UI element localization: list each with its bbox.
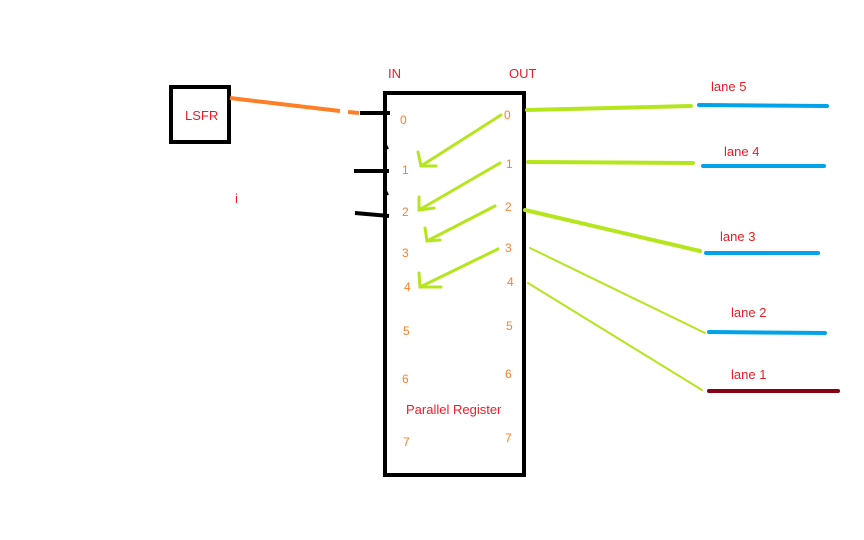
lane-1-label: lane 1: [731, 367, 766, 382]
lane-2-label: lane 2: [731, 305, 766, 320]
input-wires: [354, 111, 390, 218]
output-wire-3: [529, 247, 706, 334]
lane-2-line: [707, 330, 827, 335]
input-pins: 0 1 2 3 4 5 6 7: [400, 113, 411, 449]
input-tick: [385, 144, 389, 150]
lfsr-connection: [229, 96, 360, 115]
lane-5-label: lane 5: [711, 79, 746, 94]
arrow-out0-to-in1: [416, 113, 503, 168]
in-pin-3: 3: [402, 246, 409, 260]
output-wires: [523, 104, 706, 391]
out-label: OUT: [509, 66, 537, 81]
lane-3-label: lane 3: [720, 229, 755, 244]
out-pin-0: 0: [504, 108, 511, 122]
arrow-out2-to-in3: [423, 204, 497, 243]
arrow-out3-to-in4: [417, 247, 500, 289]
output-wire-1: [526, 160, 695, 165]
input-tick: [385, 190, 389, 196]
register-title: Parallel Register: [406, 402, 502, 417]
lfsr-box: [169, 85, 231, 144]
out-pin-7: 7: [505, 431, 512, 445]
lane-5-line: [697, 103, 829, 108]
in-pin-0: 0: [400, 113, 407, 127]
in-pin-1: 1: [402, 163, 409, 177]
in-label: IN: [388, 66, 401, 81]
out-pin-6: 6: [505, 367, 512, 381]
lfsr-block: LSFR: [169, 85, 231, 144]
out-pin-3: 3: [505, 241, 512, 255]
lane-lines: [697, 103, 840, 393]
input-wire-2: [354, 211, 390, 218]
in-pin-7: 7: [403, 435, 410, 449]
lfsr-wire: [229, 96, 341, 113]
in-pin-4: 4: [404, 280, 411, 294]
register-box: [383, 91, 526, 477]
output-pins: 0 1 2 3 4 5 6 7: [504, 108, 514, 445]
out-pin-5: 5: [506, 319, 513, 333]
parallel-register: IN OUT Parallel Register: [383, 66, 537, 477]
output-wire-4: [527, 282, 703, 391]
output-wire-2: [523, 208, 702, 253]
lfsr-wire-end: [347, 110, 360, 115]
feedback-arrows: [416, 113, 503, 289]
arrow-out1-to-in2: [417, 161, 502, 212]
out-pin-2: 2: [505, 200, 512, 214]
out-pin-1: 1: [506, 157, 513, 171]
lane-4-label: lane 4: [724, 144, 759, 159]
lane-labels: lane 5 lane 4 lane 3 lane 2 lane 1: [711, 79, 766, 382]
stray-mark: i: [235, 191, 238, 206]
in-pin-5: 5: [403, 324, 410, 338]
out-pin-4: 4: [507, 275, 514, 289]
output-wire-0: [525, 104, 693, 112]
in-pin-2: 2: [402, 205, 409, 219]
in-pin-6: 6: [402, 372, 409, 386]
lfsr-label: LSFR: [185, 108, 218, 123]
